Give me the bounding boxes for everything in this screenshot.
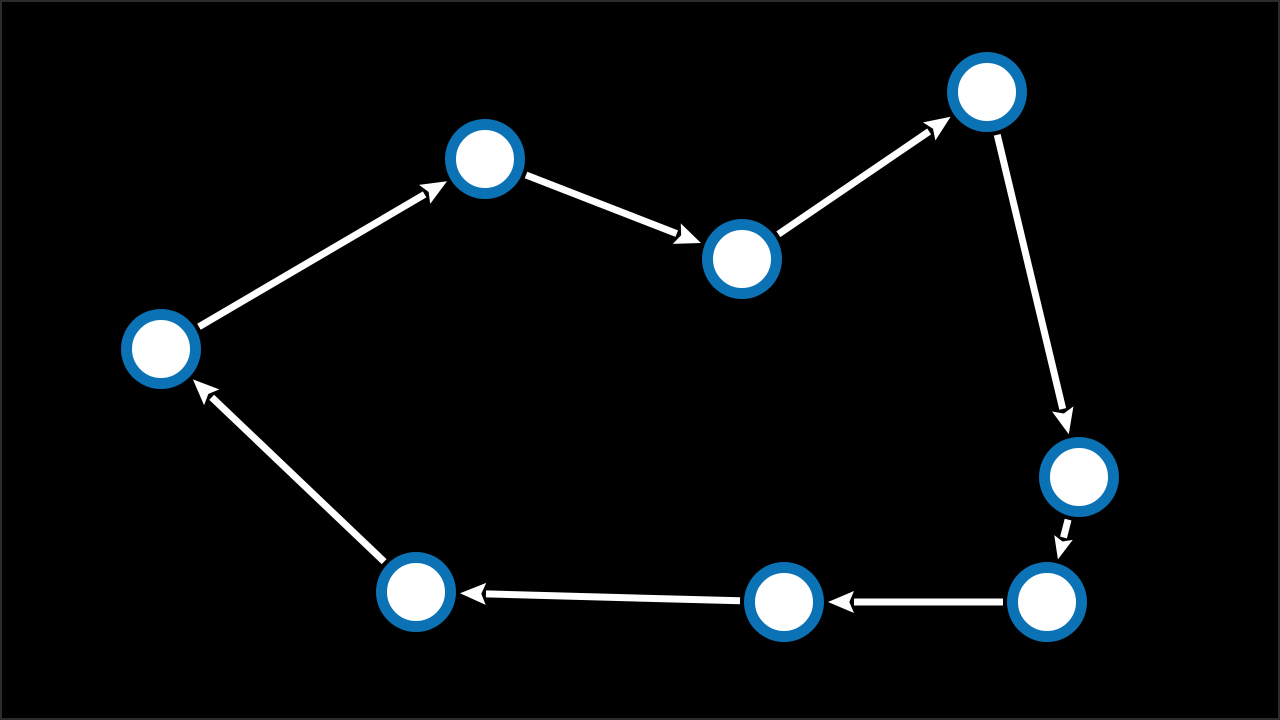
edge-arrowhead	[922, 116, 951, 141]
graph-node[interactable]	[1039, 437, 1119, 517]
nodes-layer	[121, 52, 1119, 642]
edge-shaft	[485, 590, 741, 605]
edge-shaft	[209, 394, 387, 565]
graph-edge[interactable]	[828, 591, 1003, 613]
graph-node[interactable]	[1007, 562, 1087, 642]
graph-edge[interactable]	[776, 116, 951, 238]
node-circle	[121, 309, 201, 389]
node-circle	[744, 562, 824, 642]
node-circle	[376, 552, 456, 632]
node-circle	[1039, 437, 1119, 517]
graph-edge[interactable]	[197, 181, 448, 330]
graph-edge[interactable]	[192, 379, 387, 565]
edge-arrowhead	[1054, 535, 1073, 560]
graph-node[interactable]	[947, 52, 1027, 132]
edge-shaft	[993, 133, 1067, 410]
graph-node[interactable]	[702, 219, 782, 299]
edge-arrowhead	[672, 223, 701, 244]
graph-node[interactable]	[376, 552, 456, 632]
graph-edge[interactable]	[524, 171, 701, 244]
node-circle	[445, 119, 525, 199]
node-circle	[702, 219, 782, 299]
graph-node[interactable]	[121, 309, 201, 389]
graph-node[interactable]	[744, 562, 824, 642]
edge-arrowhead	[1052, 406, 1074, 435]
edge-arrowhead	[419, 181, 448, 204]
edge-arrowhead	[459, 582, 487, 605]
graph-edge[interactable]	[1054, 518, 1073, 560]
edge-arrowhead	[192, 379, 220, 406]
graph-node[interactable]	[445, 119, 525, 199]
edge-shaft	[776, 128, 932, 238]
edge-arrowhead	[828, 591, 854, 613]
graph-edge[interactable]	[993, 133, 1074, 435]
edges-layer	[192, 116, 1074, 613]
node-circle	[1007, 562, 1087, 642]
edge-shaft	[524, 171, 679, 237]
edge-shaft	[197, 191, 427, 330]
edge-shaft	[1060, 518, 1072, 539]
graph-edge[interactable]	[459, 582, 741, 605]
node-circle	[947, 52, 1027, 132]
